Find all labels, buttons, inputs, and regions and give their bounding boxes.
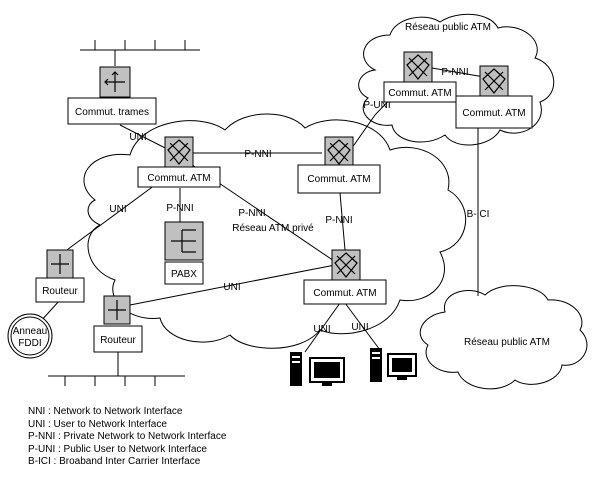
legend-item: P-NNI : Private Network to Network Inter… [28,431,227,443]
legend-item: B-ICI : Broaband Inter Carrier Interface [28,456,201,468]
atm-switch-center-box [297,164,381,194]
atm-switch-public-right-label: Commut. ATM [462,108,525,119]
fddi-label-line1: Anneau [13,326,47,337]
atm-switch-left-node: Commut. ATM [137,136,221,188]
cloud-label-public-bottom: Réseau public ATM [464,337,550,348]
router-bottom-node: Routeur [93,295,143,353]
pabx-label: PABX [171,269,197,280]
link-label-uni-routeur-top: UNI [109,204,126,215]
lan-bus-bottom [48,352,185,386]
link-label-pnni-pabx: P-NNI [166,203,193,214]
router-bottom-label: Routeur [100,335,136,346]
atm-switch-public-right-box [455,95,533,129]
atm-switch-center-label: Commut. ATM [307,174,370,185]
cloud-label-public-top: Réseau public ATM [405,22,491,33]
legend-item: UNI : User to Network Interface [28,418,167,430]
lan-bus-top [80,40,200,66]
atm-switch-left-label: Commut. ATM [147,173,210,184]
cloud-label-private: Réseau ATM privé [232,223,314,234]
router-top-node: Routeur [35,249,85,303]
atm-switch-public-right-node: Commut. ATM [455,65,533,129]
pabx-node: PABX [164,221,204,285]
pabx-box [164,261,204,285]
atm-switch-bottom-label: Commut. ATM [313,288,376,299]
fddi-ring-node: Anneau FDDI [7,313,53,359]
legend-item: P-UNI : Public User to Network Interface [28,443,207,455]
router-top-label: Routeur [42,286,78,297]
computer-tower-icon [370,348,382,382]
link-label-bici: B-ICI [467,209,490,220]
atm-switch-public-left-node: Commut. ATM [383,51,457,103]
router-bottom-box [93,325,143,353]
cloud-public-atm-bottom [419,285,588,390]
link-label-uni-trames: UNI [129,132,146,143]
atm-switch-center-node: Commut. ATM [297,136,381,194]
link-label-uni-pc-right: UNI [351,322,368,333]
atm-switch-public-left-box [383,81,457,103]
link-label-puni-public: P-UNI [363,100,390,111]
frame-switch-label: Commut. trames [75,107,149,118]
link-label-uni-routeur-bottom: UNI [223,282,240,293]
frame-switch-node: Commut. trames [67,66,157,125]
frame-switch-box [67,97,157,125]
atm-switch-public-left-label: Commut. ATM [388,88,451,99]
fddi-label-line2: FDDI [18,338,41,349]
legend-item: NNI : Network to Network Interface [28,406,183,417]
link-label-pnni-diag: P-NNI [238,208,265,219]
router-top-box [35,277,85,303]
link-label-pnni-public: P-NNI [441,67,468,78]
link-label-uni-pc-left: UNI [313,324,330,335]
atm-switch-bottom-node: Commut. ATM [303,249,387,305]
workstation-left [290,352,345,386]
link-label-pnni-left-center: P-NNI [244,149,271,160]
legend: NNI : Network to Network Interface UNI :… [28,406,226,469]
computer-tower-icon [290,352,302,386]
atm-switch-bottom-box [303,279,387,305]
atm-switch-left-box [137,166,221,188]
link-label-pnni-center-bottom: P-NNI [325,215,352,226]
workstation-right [370,348,417,382]
